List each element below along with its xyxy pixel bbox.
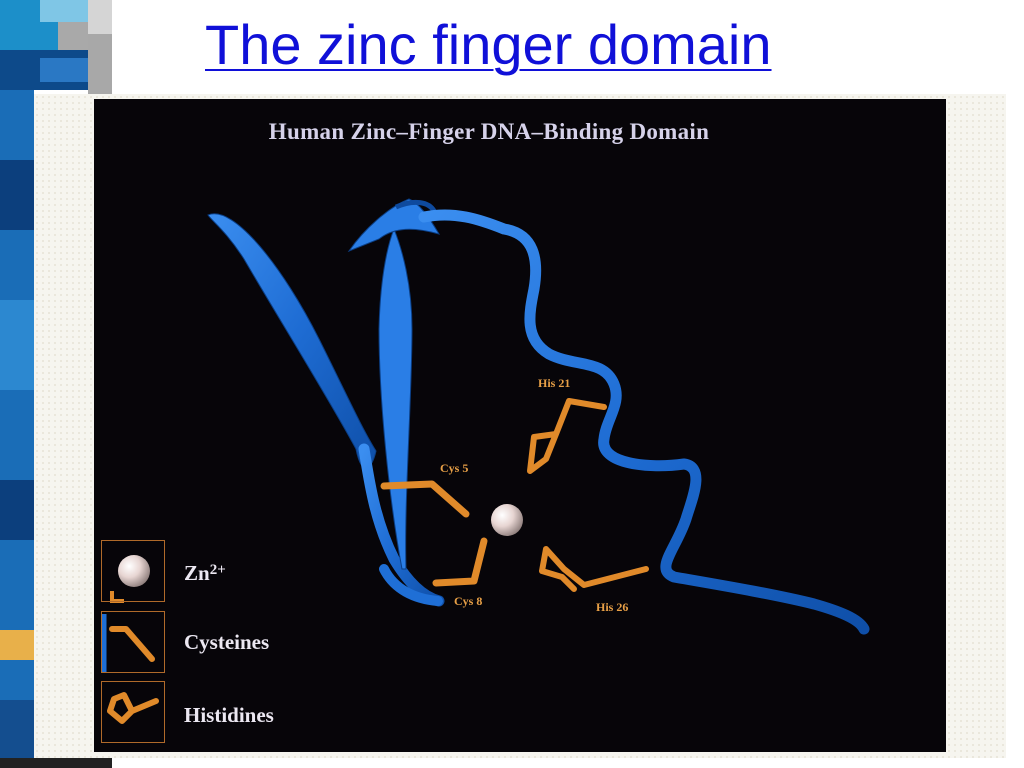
zinc-ion [491,504,523,536]
his21-side-chain [527,398,607,474]
label-cys5: Cys 5 [440,461,469,475]
beta-strand-left [207,213,377,469]
legend-histidine-box [101,681,165,743]
legend-label-cysteines: Cysteines [184,630,270,654]
figure-title: Human Zinc–Finger DNA–Binding Domain [268,119,710,144]
beta-strand-center [378,227,413,570]
legend-zinc-box [101,540,165,602]
slide-title: The zinc finger domain [205,13,772,76]
legend-zinc-symbol: Zn [184,561,210,585]
protein-structure [101,198,870,724]
legend-histidine-icon [107,692,159,724]
legend-cysteine-box [101,611,165,673]
label-his21: His 21 [538,376,571,390]
label-his26: His 26 [596,600,629,614]
legend-label-zinc: Zn2+ [184,561,226,586]
label-cys8: Cys 8 [454,594,483,608]
his26-side-chain [539,546,649,592]
zinc-finger-figure: Human Zinc–Finger DNA–Binding Domain His… [94,99,946,752]
legend-label-histidines: Histidines [184,703,274,727]
legend-zinc-charge: 2+ [209,562,226,578]
cys8-side-chain [432,537,488,587]
ribbon-coil-right [418,209,870,635]
legend-cysteine-icon [101,614,155,672]
cys5-side-chain [380,480,470,518]
